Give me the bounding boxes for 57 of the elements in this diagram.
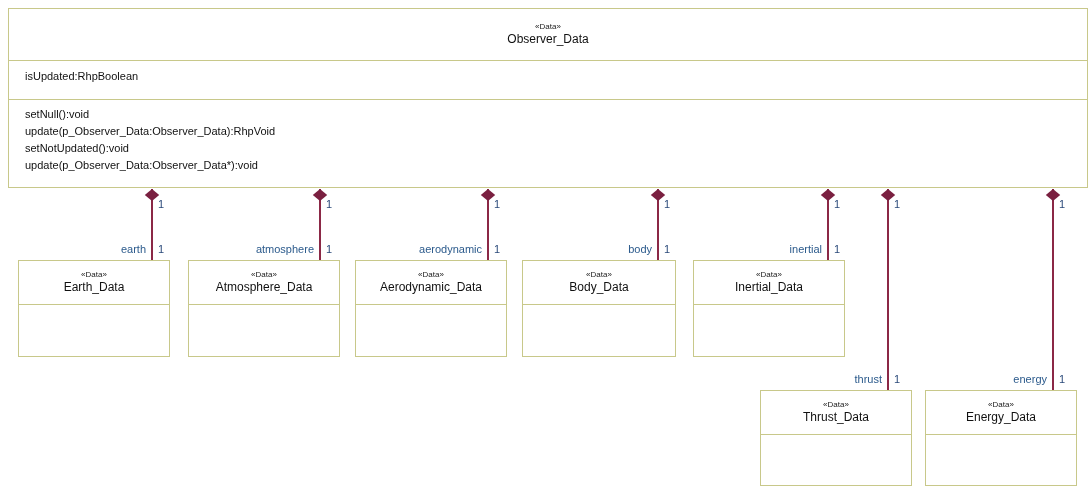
- composition-line: [144, 188, 160, 261]
- class-box: [18, 260, 170, 357]
- class-box: [8, 8, 1088, 188]
- stereotype: «Data»: [81, 270, 107, 280]
- stereotype: «Data»: [418, 270, 444, 280]
- stereotype: «Data»: [535, 22, 561, 32]
- composition-line: [820, 188, 836, 261]
- multiplicity: 1: [894, 198, 901, 211]
- class-name: Earth_Data: [63, 280, 125, 295]
- multiplicity: 1: [1059, 198, 1066, 211]
- attribute: isUpdated:RhpBoolean: [25, 69, 140, 83]
- stereotype: «Data»: [756, 270, 782, 280]
- operation: update(p_Observer_Data:Observer_Data*):void: [25, 158, 259, 173]
- class-box: [522, 260, 676, 357]
- composition-line: [480, 188, 496, 261]
- role-name: energy: [1013, 373, 1047, 386]
- class-box: [760, 390, 912, 486]
- class-name: Atmosphere_Data: [215, 280, 313, 295]
- stereotype: «Data»: [823, 400, 849, 410]
- composition-line: [880, 188, 896, 391]
- class-name: Observer_Data: [507, 32, 589, 47]
- multiplicity: 1: [834, 198, 841, 211]
- role-name: body: [628, 243, 652, 256]
- multiplicity: 1: [494, 243, 501, 256]
- operation: setNotUpdated():void: [25, 141, 130, 156]
- multiplicity: 1: [664, 198, 671, 211]
- multiplicity: 1: [158, 243, 165, 256]
- composition-line: [312, 188, 328, 261]
- role-name: aerodynamic: [419, 243, 482, 256]
- role-name: atmosphere: [255, 243, 314, 256]
- operation: update(p_Observer_Data:Observer_Data):RhpVoid: [25, 124, 277, 139]
- multiplicity: 1: [326, 198, 333, 211]
- class-box: [188, 260, 340, 357]
- multiplicity: 1: [834, 243, 841, 256]
- class-box: [693, 260, 845, 357]
- composition-line: [650, 188, 666, 261]
- stereotype: «Data»: [586, 270, 612, 280]
- multiplicity: 1: [494, 198, 501, 211]
- class-name: Thrust_Data: [803, 410, 869, 425]
- class-box: [925, 390, 1077, 486]
- composition-line: [1045, 188, 1061, 391]
- stereotype: «Data»: [251, 270, 277, 280]
- role-name: earth: [120, 243, 146, 256]
- class-name: Energy_Data: [965, 410, 1036, 425]
- multiplicity: 1: [1059, 373, 1066, 386]
- role-name: inertial: [789, 243, 822, 256]
- stereotype: «Data»: [988, 400, 1014, 410]
- multiplicity: 1: [326, 243, 333, 256]
- role-name: thrust: [854, 373, 882, 386]
- class-name: Aerodynamic_Data: [379, 280, 483, 295]
- class-box: [355, 260, 507, 357]
- class-name: Body_Data: [569, 280, 629, 295]
- operation: setNull():void: [25, 107, 91, 122]
- class-name: Inertial_Data: [734, 280, 803, 295]
- multiplicity: 1: [664, 243, 671, 256]
- multiplicity: 1: [158, 198, 165, 211]
- multiplicity: 1: [894, 373, 901, 386]
